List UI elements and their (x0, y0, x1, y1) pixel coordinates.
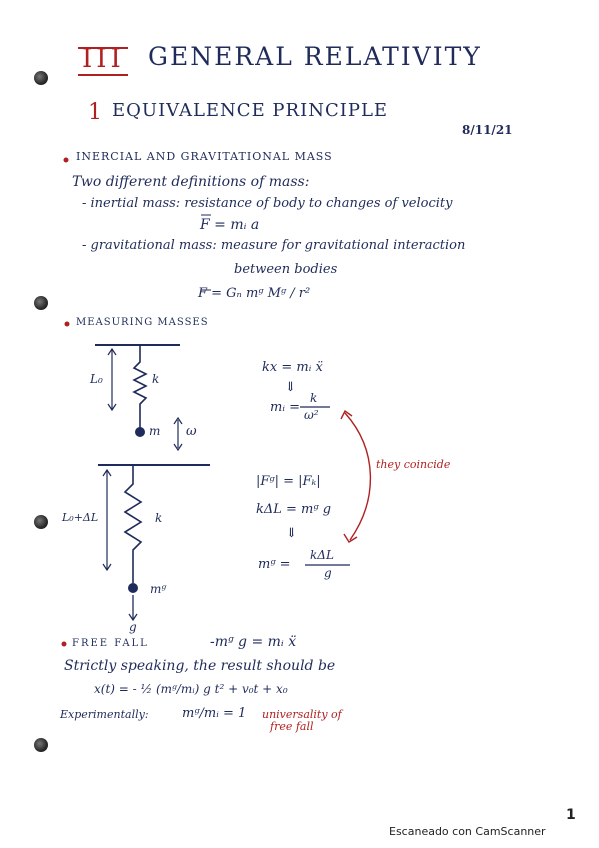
implies-1: ⇓ (285, 380, 296, 395)
grav-mass-line: - gravitational mass: measure for gravit… (82, 238, 466, 253)
implies-2: ⇓ (286, 526, 297, 541)
eq-forces: |Fᵍ| = |Fₖ| (256, 474, 321, 489)
measuring-heading: MEASURING MASSES (76, 317, 209, 328)
mass-m (135, 427, 145, 437)
chapter-numeral: III (82, 44, 125, 74)
eq-mg-lhs: mᵍ = (258, 557, 291, 572)
label-omega: ω (186, 424, 197, 439)
label-l0: L₀ (90, 372, 103, 386)
eq-hooke: kx = mᵢ ẍ (262, 360, 323, 375)
grav-mass-line-2: between bodies (234, 262, 338, 277)
punch-hole (34, 515, 48, 529)
eq-mi-num: k (310, 391, 318, 405)
label-k2: k (155, 511, 163, 525)
mass-heading: INERCIAL AND GRAVITATIONAL MASS (76, 150, 333, 163)
inertial-equation: F = mᵢ a (200, 217, 260, 233)
label-l0dl: L₀+ΔL (62, 511, 99, 524)
label-k1: k (152, 372, 160, 386)
strictly-speaking: Strictly speaking, the result should be (64, 658, 336, 674)
grav-equation: F = Gₙ mᵍ Mᵍ / r² (198, 286, 311, 301)
eq-mg-den: g (324, 566, 332, 580)
label-m: m (149, 424, 161, 438)
label-g: g (129, 620, 137, 634)
inertial-mass-line: - inertial mass: resistance of body to c… (82, 196, 453, 211)
coincide-arrow (344, 412, 372, 541)
freefall-equation: -mᵍ g = mᵢ ẍ (210, 634, 297, 650)
spring-1 (132, 346, 148, 428)
punch-hole (34, 738, 48, 752)
punch-hole (34, 296, 48, 310)
punch-hole (34, 71, 48, 85)
section-number: 1 (88, 100, 102, 125)
label-mg: mᵍ (150, 582, 167, 596)
eq-mg-num: kΔL (310, 548, 334, 562)
universality-note: universality of (262, 708, 342, 721)
position-equation: x(t) = - ½ (mᵍ/mᵢ) g t² + v₀t + x₀ (94, 682, 288, 696)
universality-note-2: free fall (270, 720, 314, 733)
scanner-watermark: Escaneado con CamScanner (389, 825, 546, 838)
spring-2 (123, 466, 143, 583)
date: 8/11/21 (462, 123, 513, 137)
eq-mi-den: ω² (304, 408, 319, 422)
mass-intro: Two different definitions of mass: (72, 174, 310, 190)
coincide-note: they coincide (376, 458, 451, 471)
eq-mi-lhs: mᵢ = (270, 400, 300, 415)
freefall-heading: FREE FALL (72, 638, 149, 649)
chapter-title: GENERAL RELATIVITY (148, 42, 482, 71)
page-number: 1 (566, 807, 576, 823)
mass-ratio: mᵍ/mᵢ = 1 (182, 706, 247, 721)
section-title: EQUIVALENCE PRINCIPLE (112, 100, 389, 121)
experimentally: Experimentally: (60, 708, 149, 721)
eq-kdl: kΔL = mᵍ g (256, 502, 332, 517)
mass-mg (128, 583, 138, 593)
